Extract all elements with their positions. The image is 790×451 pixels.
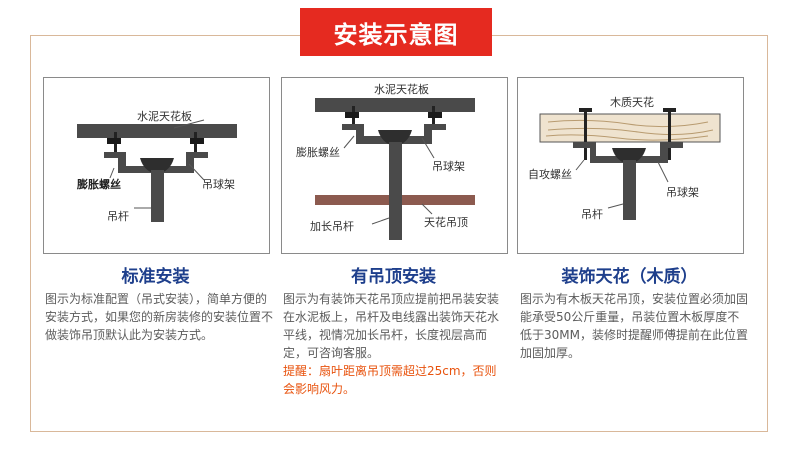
- diagram-false-ceiling: 水泥天花板 膨胀螺丝 吊球架 加长吊杆 天花吊顶: [281, 77, 508, 254]
- heading-standard: 标准安装: [121, 267, 190, 287]
- warning-text: 提醒：扇叶距离吊顶需超过25cm，否则会影响风力。: [283, 364, 497, 396]
- diagram-standard: 水泥天花板 膨胀螺丝 吊球架 吊杆: [43, 77, 270, 254]
- desc-false-ceiling: 图示为有装饰天花吊顶应提前把吊装安装在水泥板上，吊杆及电线露出装饰天花水平线，视…: [283, 290, 505, 398]
- label-false-ceiling: 天花吊顶: [424, 216, 468, 229]
- desc-standard: 图示为标准配置（吊式安装），简单方便的安装方式，如果您的新房装修的安装位置不做装…: [45, 290, 275, 344]
- label-bracket: 吊球架: [666, 185, 699, 199]
- label-bolt: 膨胀螺丝: [76, 177, 121, 191]
- label-ceiling: 水泥天花板: [374, 82, 429, 96]
- desc-standard-text: 图示为标准配置（吊式安装），简单方便的安装方式，如果您的新房装修的安装位置不做装…: [45, 292, 274, 342]
- label-ceiling: 水泥天花板: [137, 109, 192, 123]
- heading-false-ceiling: 有吊顶安装: [351, 267, 436, 287]
- page-title: 安装示意图: [300, 8, 492, 56]
- label-bolt: 自攻螺丝: [528, 167, 572, 181]
- label-bolt: 膨胀螺丝: [296, 145, 340, 159]
- desc-wood-ceiling-text: 图示为有木板天花吊顶，安装位置必须加固能承受50公斤重量，吊装位置木板厚度不低于…: [520, 292, 749, 360]
- desc-wood-ceiling: 图示为有木板天花吊顶，安装位置必须加固能承受50公斤重量，吊装位置木板厚度不低于…: [520, 290, 750, 362]
- diagram-wood-ceiling: 木质天花 自攻螺丝 吊球架 吊杆: [517, 77, 744, 254]
- desc-false-ceiling-text: 图示为有装饰天花吊顶应提前把吊装安装在水泥板上，吊杆及电线露出装饰天花水平线，视…: [283, 292, 500, 360]
- heading-wood-ceiling: 装饰天花（木质）: [561, 267, 698, 287]
- label-rod: 加长吊杆: [310, 219, 354, 233]
- label-rod: 吊杆: [581, 207, 603, 221]
- label-bracket: 吊球架: [202, 177, 235, 191]
- label-ceiling: 木质天花: [610, 96, 654, 109]
- label-bracket: 吊球架: [432, 159, 465, 173]
- label-rod: 吊杆: [107, 209, 129, 223]
